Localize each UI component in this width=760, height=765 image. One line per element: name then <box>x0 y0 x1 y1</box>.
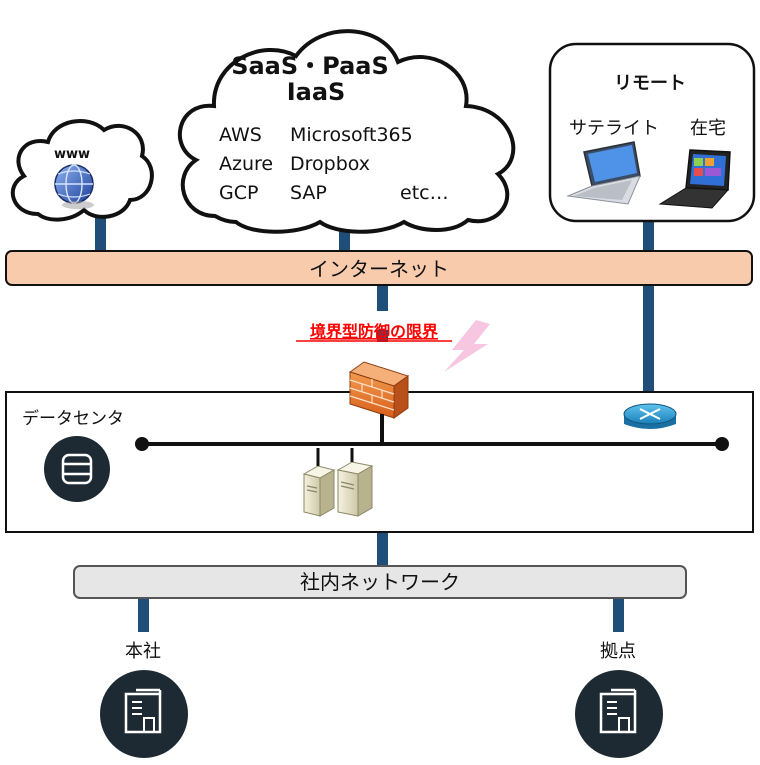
firewall-uplink <box>377 285 388 311</box>
service-aws: AWS <box>219 124 262 146</box>
connection-lines <box>95 208 654 632</box>
remote-uplink <box>643 222 654 252</box>
branch-link <box>613 598 624 632</box>
cloud-title-line1: SaaS・PaaS <box>231 52 389 80</box>
lan-backbone <box>135 437 729 451</box>
intranet-bar <box>73 565 687 599</box>
lightning-icon <box>444 320 490 372</box>
building-icon-head-office <box>100 670 188 758</box>
database-icon <box>44 436 110 502</box>
satellite-label: サテライト <box>569 118 659 139</box>
server-icons <box>302 448 374 517</box>
router-icon <box>623 403 677 429</box>
home-label: 在宅 <box>690 118 726 139</box>
service-dropbox: Dropbox <box>290 153 370 175</box>
server-icon-1 <box>302 465 336 517</box>
building-icon-branch <box>575 670 663 758</box>
intranet-label: 社内ネットワーク <box>300 570 460 594</box>
service-gcp: GCP <box>219 182 258 204</box>
service-etc: etc… <box>400 182 449 204</box>
www-uplink <box>95 208 106 252</box>
cloud-title-line2: IaaS <box>287 78 346 106</box>
datacenter-downlink <box>377 532 388 567</box>
www-label: www <box>54 147 90 162</box>
warning-label: 境界型防御の限界 <box>310 322 438 341</box>
service-azure: Azure <box>219 153 273 175</box>
internet-bar <box>5 250 753 286</box>
firewall-uplink-2 <box>377 330 388 342</box>
cloud-uplink <box>339 220 350 252</box>
service-microsoft365: Microsoft365 <box>290 124 413 146</box>
datacenter-label: データセンタ <box>22 408 124 429</box>
branch-label: 拠点 <box>600 641 636 662</box>
laptop-icon <box>566 141 641 205</box>
firewall-icon <box>348 361 410 419</box>
service-sap: SAP <box>290 182 327 204</box>
firewall-downlink <box>380 414 384 442</box>
tablet-icon <box>658 149 731 209</box>
router-uplink <box>643 285 654 395</box>
server-icon-2 <box>336 461 374 517</box>
head-office-label: 本社 <box>125 641 161 662</box>
saas-cloud <box>177 29 516 234</box>
head-office-link <box>138 598 149 632</box>
cloud-services: AWS Microsoft365 Azure Dropbox GCP SAP e… <box>219 124 449 204</box>
remote-title: リモート <box>614 73 686 94</box>
internet-label: インターネット <box>309 257 449 281</box>
www-cloud <box>10 119 154 222</box>
